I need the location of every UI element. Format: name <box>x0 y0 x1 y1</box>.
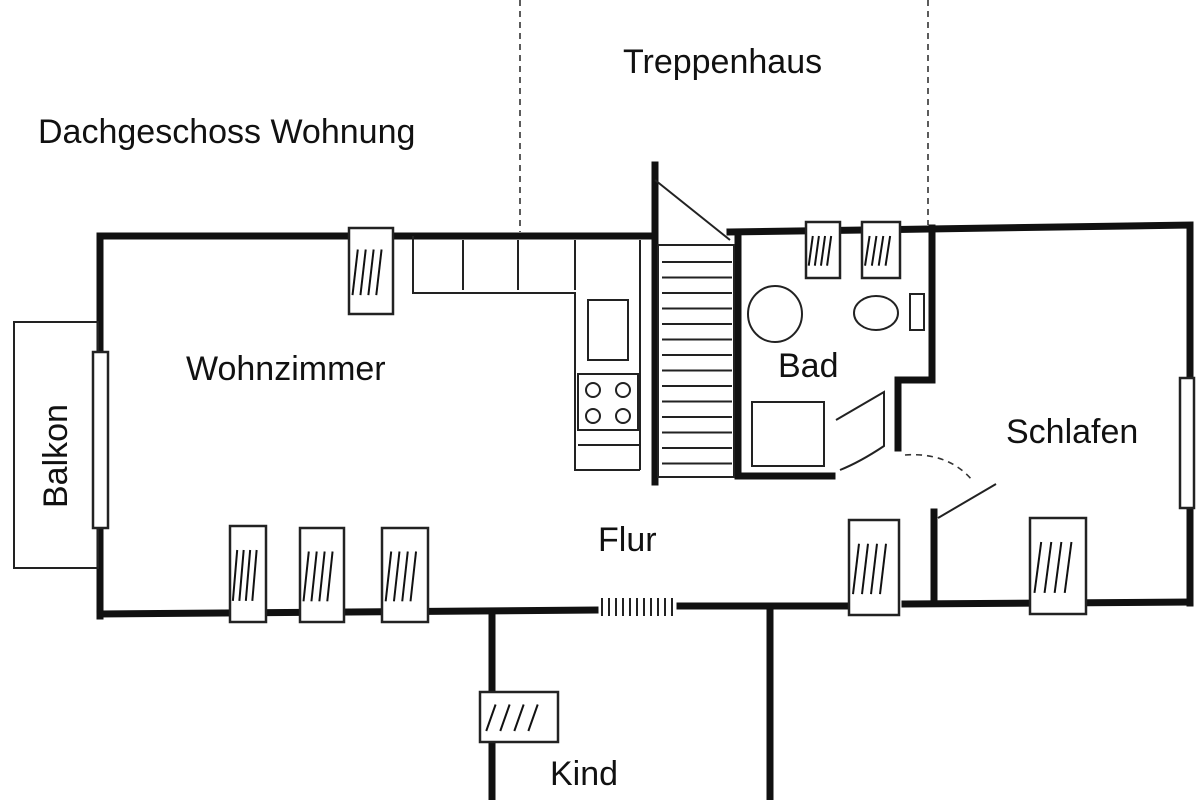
bottom-wall-left <box>96 606 599 618</box>
window-hatch <box>864 235 871 266</box>
window-hatch <box>870 235 878 266</box>
window-hatch <box>807 235 814 266</box>
window-frame <box>1028 516 1088 616</box>
window-hatch <box>527 704 539 732</box>
label-flur: Flur <box>598 521 657 559</box>
window-hatch <box>231 549 239 601</box>
sink-icon <box>587 299 629 361</box>
window-hatch <box>1063 541 1073 594</box>
plan-title: Dachgeschoss Wohnung <box>38 113 415 151</box>
window-hatch <box>326 551 334 602</box>
window-hatch <box>251 549 258 601</box>
window-hatch <box>401 551 409 602</box>
window-icon <box>347 226 395 316</box>
window-hatch <box>318 551 326 602</box>
label-balkon: Balkon <box>37 404 75 508</box>
window-hatch <box>870 543 878 595</box>
bath-door-icon <box>835 390 885 471</box>
window-hatch <box>813 235 820 266</box>
label-bad: Bad <box>778 347 839 385</box>
stove-burners <box>585 382 631 424</box>
bathtub-icon <box>751 401 825 467</box>
window-hatch <box>351 249 359 296</box>
window-hatch <box>1043 541 1053 594</box>
toilet-tank <box>909 293 925 331</box>
window-hatch <box>499 704 511 732</box>
toilet-icon <box>853 295 899 331</box>
window-hatch <box>359 249 367 296</box>
window-icon <box>804 220 842 280</box>
window-hatch <box>884 235 892 266</box>
label-wohnzimmer: Wohnzimmer <box>186 350 386 388</box>
window-hatch <box>238 549 245 601</box>
washbasin-icon <box>747 285 803 343</box>
window-hatch <box>513 704 525 732</box>
window-hatch <box>244 549 252 601</box>
window-hatch <box>877 235 885 266</box>
window-hatch <box>1033 541 1043 594</box>
bedroom-door-arc <box>904 453 973 481</box>
window-icon <box>1028 516 1088 616</box>
window-icon <box>478 690 560 744</box>
window-hatch <box>819 235 827 266</box>
burner-1 <box>585 382 601 398</box>
stove-icon <box>577 373 639 431</box>
stair-outline <box>657 244 735 478</box>
window-hatch <box>392 551 401 602</box>
window-hatch <box>485 704 497 732</box>
label-kind: Kind <box>550 755 618 793</box>
window-hatch <box>1053 541 1063 594</box>
windows <box>228 220 1088 744</box>
window-hatch <box>852 543 860 595</box>
window-hatch <box>409 551 418 602</box>
label-schlafen: Schlafen <box>1006 413 1138 451</box>
burner-2 <box>615 382 631 398</box>
bedroom-door-icon <box>937 483 997 519</box>
bath-wall <box>734 228 836 480</box>
window-hatch <box>861 543 869 595</box>
window-icon <box>228 524 268 624</box>
balcony-door <box>91 350 110 530</box>
window-icon <box>847 518 901 617</box>
window-hatch <box>310 551 318 602</box>
staircase <box>657 244 735 478</box>
window-hatch <box>384 551 393 602</box>
burner-4 <box>615 408 631 424</box>
window-hatch <box>879 543 887 595</box>
window-icon <box>380 526 430 624</box>
window-hatch <box>367 249 375 296</box>
window-icon <box>298 526 346 624</box>
label-treppenhaus: Treppenhaus <box>623 43 822 81</box>
window-hatch <box>375 249 383 296</box>
bath-right-wall <box>894 224 936 452</box>
window-hatch <box>826 235 833 266</box>
window-hatch <box>302 551 310 602</box>
entrance-door-icon <box>601 598 673 616</box>
burner-3 <box>585 408 601 424</box>
stair-door-swing <box>654 179 731 241</box>
bedroom-window-icon <box>1178 376 1196 510</box>
window-icon <box>860 220 902 280</box>
counter-outline <box>412 236 640 471</box>
walls <box>96 161 1194 800</box>
kitchen-counter <box>412 236 641 471</box>
